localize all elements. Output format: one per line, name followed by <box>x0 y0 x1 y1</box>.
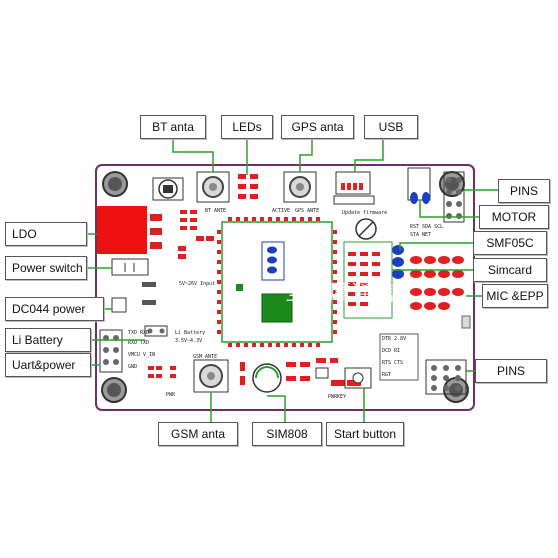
label-usb: USB <box>364 115 418 139</box>
gsm-antenna-connector <box>193 359 229 393</box>
silk-gnd: GND <box>128 364 137 370</box>
label-gps-anta: GPS anta <box>281 115 354 139</box>
silk-vin-input: 5V~26V Input <box>179 281 215 287</box>
dc044-jack <box>111 282 156 313</box>
ldo-regulator <box>97 206 147 254</box>
label-smf05c: SMF05C <box>473 231 547 255</box>
start-button-component <box>331 367 372 389</box>
simcard-holder <box>343 241 393 319</box>
label-simcard: Simcard <box>473 258 547 282</box>
mic-epp-pads <box>410 256 464 310</box>
silk-txd-rxd: TXD RXD <box>128 330 149 336</box>
label-motor: MOTOR <box>479 205 549 229</box>
usb-connector <box>333 171 375 205</box>
callout-lines <box>86 139 498 422</box>
silk-gsm-ante: GSM ANTE <box>193 354 217 360</box>
power-switch <box>111 258 149 276</box>
led-group <box>238 174 258 199</box>
passives-bottom <box>286 358 338 381</box>
silk-pwrkey: PWRKEY <box>328 394 346 400</box>
label-power-switch: Power switch <box>5 256 87 280</box>
silk-motor-pins-1: RST SDA SCL <box>410 224 443 230</box>
li-battery-connector <box>144 325 168 337</box>
label-pins-top: PINS <box>498 179 550 203</box>
silk-update-firmware: Update firmware <box>342 210 387 216</box>
label-start-button: Start button <box>326 422 404 446</box>
silk-dcd: DCD RI <box>382 348 400 354</box>
silk-li-battery: Li Battery <box>175 330 205 336</box>
gps-antenna-connector <box>283 171 317 203</box>
smf05c-component <box>355 218 404 279</box>
label-uart-power: Uart&power <box>5 353 91 377</box>
mounting-hole-bl <box>101 377 127 403</box>
mounting-hole-tl <box>102 171 128 197</box>
passives-left <box>178 210 214 259</box>
label-sim808: SIM808 <box>252 422 322 446</box>
capacitor-large <box>252 363 282 393</box>
motor-connector <box>407 167 431 204</box>
silk-rts: RTS CTS <box>382 360 403 366</box>
silk-bt-ante: BT ANTE <box>205 208 226 214</box>
silk-gps-ante: GPS ANTE <box>295 208 319 214</box>
label-mic-epp: MIC &EPP <box>482 284 548 308</box>
label-gsm-anta: GSM anta <box>158 422 238 446</box>
label-li-battery: Li Battery <box>5 328 91 352</box>
silk-vmcu: VMCU V_IN <box>128 352 155 358</box>
silk-dtr: DTR 2.8V <box>382 336 406 342</box>
capacitor-c4 <box>152 177 184 201</box>
silk-rxd-txd: RXD TXD <box>128 340 149 346</box>
watermark: 全球鹰通信 <box>285 281 395 306</box>
silk-gps-active: ACTIVE <box>272 208 290 214</box>
label-bt-anta: BT anta <box>140 115 206 139</box>
sim808-module <box>217 217 337 347</box>
label-pins-bottom: PINS <box>475 359 547 383</box>
label-ldo: LDO <box>5 222 87 246</box>
silk-motor-pins-2: STA NET <box>410 232 431 238</box>
passives-bottom-left <box>148 362 245 385</box>
bt-antenna-connector <box>196 171 230 203</box>
silk-li-voltage: 3.5V~4.3V <box>175 338 202 344</box>
label-leds: LEDs <box>221 115 273 139</box>
silk-pwr: PWR <box>166 392 176 398</box>
pins-header-bottom <box>425 359 467 395</box>
silk-rgt: RGT <box>382 372 391 378</box>
label-dc044-power: DC044 power <box>5 297 104 321</box>
